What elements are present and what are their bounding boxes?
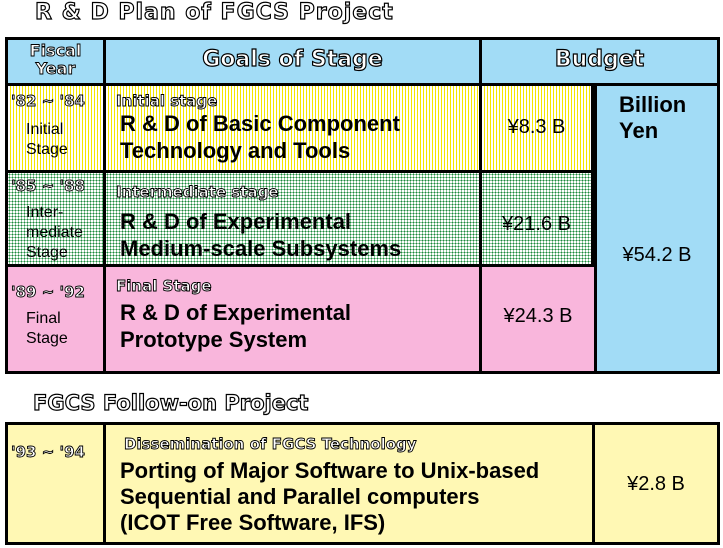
page-title: R & D Plan of FGCS Project xyxy=(34,0,394,26)
row-final-goals: Final Stage R & D of Experimental Protot… xyxy=(106,267,479,371)
followon-years: '93 ~ '94 xyxy=(8,425,103,542)
row-intermediate-goals: Intermediate stage R & D of Experimental… xyxy=(106,173,479,264)
followon-title: FGCS Follow-on Project xyxy=(32,390,309,415)
plan-table: Fiscal Year Goals of Stage Budget '82 ~ … xyxy=(5,37,720,374)
row-final-budget: ¥24.3 B xyxy=(482,267,594,371)
row-initial-budget: ¥8.3 B xyxy=(482,86,591,170)
row-intermediate-budget: ¥21.6 B xyxy=(482,173,591,264)
followon-goals: Dissemination of FGCS Technology Porting… xyxy=(106,425,592,542)
header-fiscal-year: Fiscal Year xyxy=(8,40,103,83)
header-budget: Budget xyxy=(482,40,717,83)
row-initial-years: '82 ~ '84 Initial Stage xyxy=(8,86,103,170)
row-initial-goals: Initial stage R & D of Basic Component T… xyxy=(106,86,479,170)
row-intermediate-years: '85 ~ '88 Inter-mediate Stage xyxy=(8,173,103,264)
total-budget: Billion Yen ¥54.2 B xyxy=(597,86,717,371)
row-final-years: '89 ~ '92 Final Stage xyxy=(8,267,103,371)
header-goals: Goals of Stage xyxy=(106,40,479,83)
followon-budget: ¥2.8 B xyxy=(595,425,717,542)
followon-table: '93 ~ '94 Dissemination of FGCS Technolo… xyxy=(5,422,720,545)
